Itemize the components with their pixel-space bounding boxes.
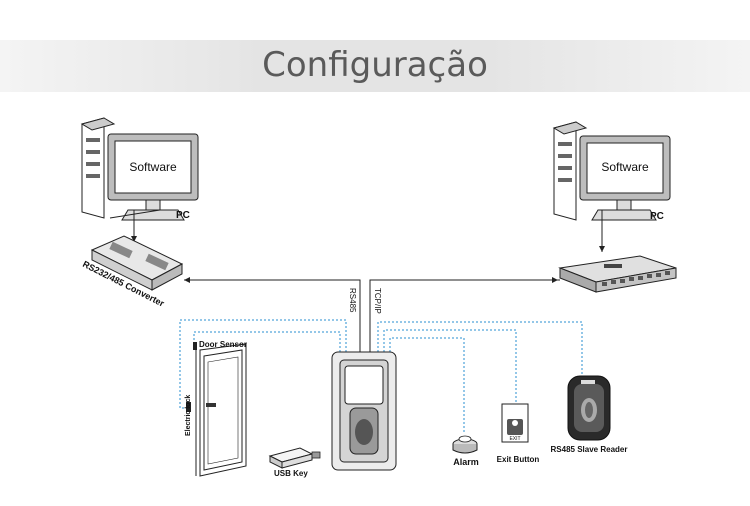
wiring-lines bbox=[179, 319, 583, 434]
electric-lock-icon bbox=[186, 402, 191, 412]
left-pc-label: PC bbox=[176, 210, 190, 221]
door-sensor-icon bbox=[193, 342, 197, 350]
alarm-label: Alarm bbox=[453, 457, 479, 467]
usb-key-icon bbox=[268, 447, 321, 469]
slave-reader-wiring bbox=[377, 321, 583, 376]
left-pc-software-label: Software bbox=[129, 160, 177, 174]
right-pc-label: PC bbox=[650, 211, 664, 222]
rs232-485-converter-icon bbox=[90, 235, 184, 291]
left-pc-tower-icon bbox=[80, 117, 116, 219]
slave-reader-icon bbox=[567, 375, 611, 441]
rs485-link-label: RS485 bbox=[348, 288, 357, 313]
right-pc-tower-icon bbox=[552, 121, 588, 221]
lock-wiring bbox=[179, 319, 347, 409]
electric-lock-label: Electric lock bbox=[185, 395, 192, 436]
alarm-wiring bbox=[389, 337, 465, 434]
exit-button-label: Exit Button bbox=[497, 455, 540, 464]
fingerprint-terminal-icon bbox=[331, 351, 397, 471]
door-icon bbox=[186, 342, 247, 477]
left-pc-monitor-icon bbox=[107, 133, 199, 221]
exit-button-icon bbox=[501, 403, 529, 443]
tcpip-link-label: TCP/IP bbox=[373, 288, 382, 314]
exit-button-face-text: EXIT bbox=[509, 436, 520, 442]
right-pc-software-label: Software bbox=[601, 160, 649, 174]
exit-button-wiring bbox=[383, 329, 517, 404]
tcpip-link-line bbox=[369, 279, 560, 352]
door-sensor-label: Door Sensor bbox=[199, 340, 247, 349]
right-pc: Software PC bbox=[552, 121, 671, 222]
slave-reader-label: RS485 Slave Reader bbox=[551, 445, 628, 454]
usb-key-label: USB Key bbox=[274, 469, 308, 478]
alarm-icon bbox=[452, 435, 478, 454]
right-pc-monitor-icon bbox=[579, 135, 671, 221]
door-sensor-wiring bbox=[193, 331, 341, 352]
page-title: Configuração bbox=[262, 45, 488, 85]
network-switch-icon bbox=[558, 255, 677, 293]
left-pc: Software PC bbox=[80, 117, 199, 221]
title-band bbox=[0, 40, 750, 92]
